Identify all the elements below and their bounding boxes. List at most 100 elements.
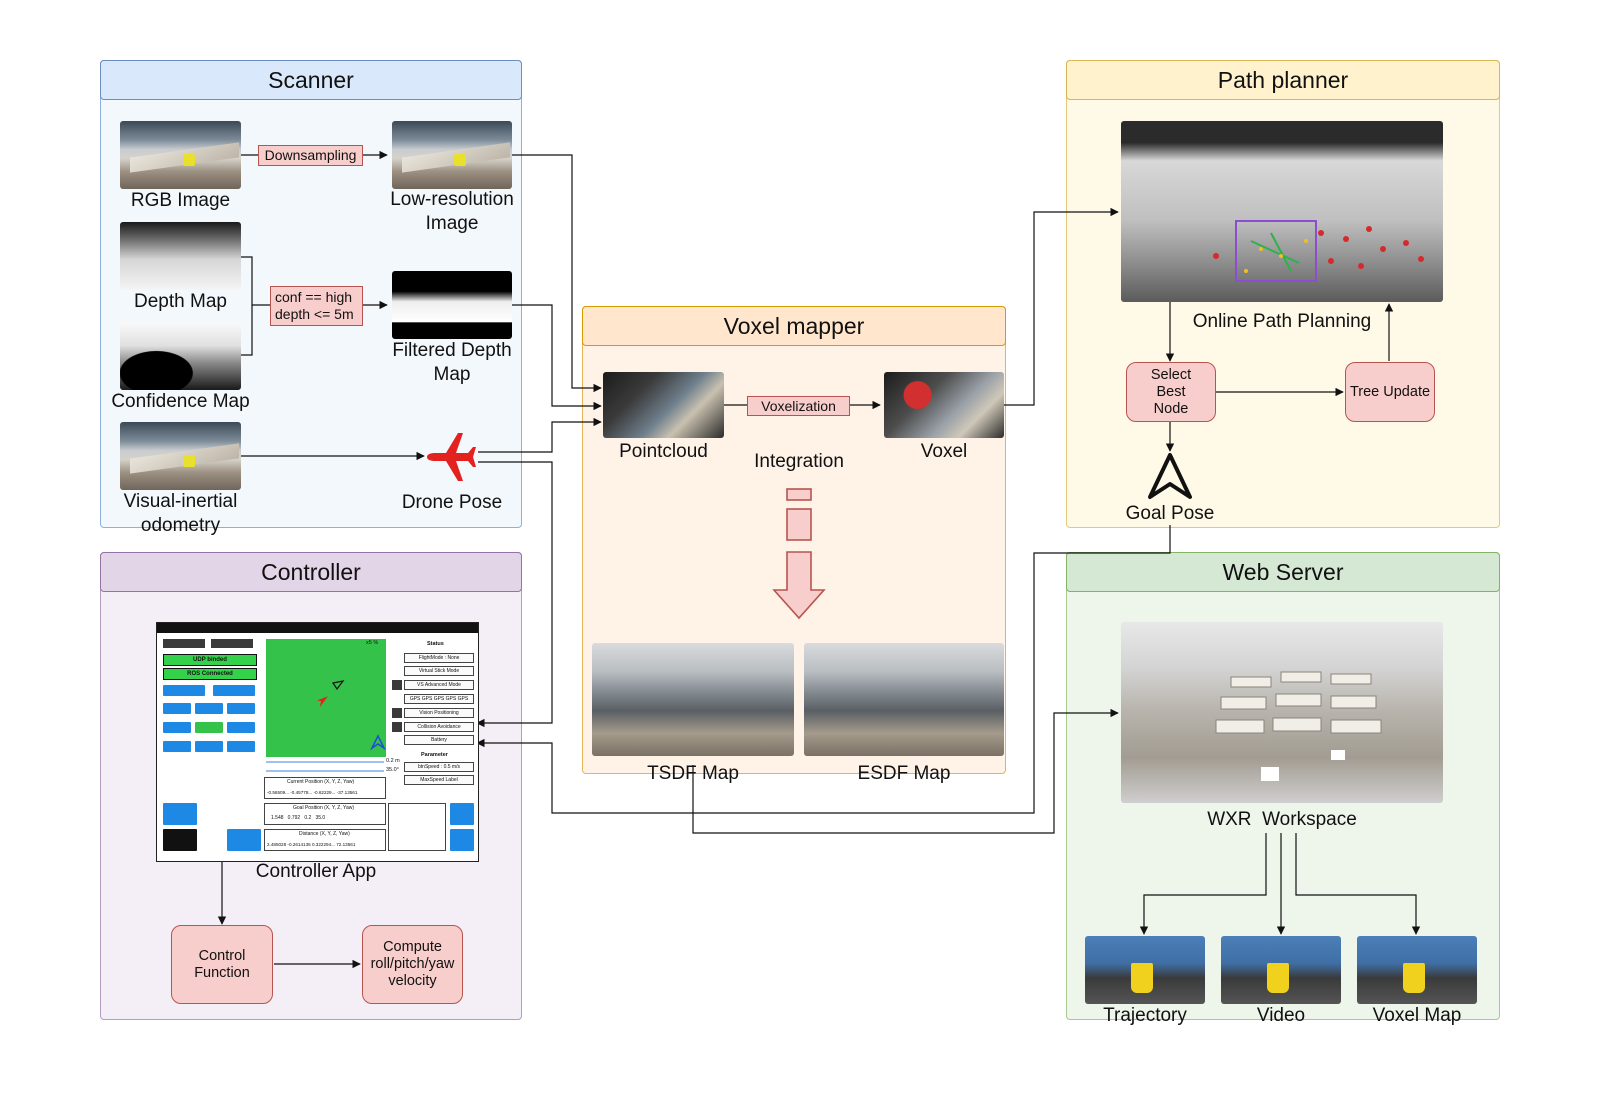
- controller-app-label: Controller App: [255, 861, 377, 882]
- app-turn-left-button: [163, 741, 191, 752]
- app-slider-1: [266, 761, 384, 763]
- voxel-mapper-header: Voxel mapper: [582, 306, 1006, 346]
- app-top-button-1: [163, 639, 205, 648]
- path-planner-header: Path planner: [1066, 60, 1500, 100]
- confidence-map-label: Confidence Map: [111, 391, 250, 412]
- app-turn-right-button: [227, 741, 255, 752]
- pointcloud-label: Pointcloud: [619, 441, 708, 462]
- filtered-depth-map-thumbnail: [392, 271, 512, 339]
- online-path-planning-image: [1121, 121, 1443, 302]
- voxel-map-label: Voxel Map: [1372, 1005, 1462, 1026]
- low-res-image-thumbnail: [392, 121, 512, 189]
- web-server-header: Web Server: [1066, 552, 1500, 592]
- app-right-blue-button-2: [450, 829, 474, 851]
- trajectory-thumbnail: [1085, 936, 1205, 1004]
- app-left-button: [163, 722, 191, 733]
- app-param-item-2: MaxSpeed Label: [404, 775, 474, 785]
- app-forward-button: [195, 703, 223, 714]
- app-go-button: [227, 829, 261, 851]
- voxel-label: Voxel: [920, 441, 968, 462]
- app-status-item-4: GPS GPS GPS GPS GPS: [404, 694, 474, 704]
- controller-header: Controller: [100, 552, 522, 592]
- video-thumbnail: [1221, 936, 1341, 1004]
- online-path-planning-label: Online Path Planning: [1192, 311, 1372, 332]
- video-label: Video: [1256, 1005, 1306, 1026]
- udp-binded-indicator: UDP binded: [163, 654, 257, 666]
- app-status-item-5: Vision Positioning: [404, 708, 474, 718]
- app-distance-values: 2.485028 -0.2614135 0.322294... 72.13561: [267, 842, 356, 847]
- app-land-button: [213, 685, 255, 696]
- voxel-map-thumbnail: [1357, 936, 1477, 1004]
- workspace-desks-overlay: [1215, 671, 1382, 781]
- depth-map-thumbnail: [120, 222, 241, 290]
- app-current-position-values: -0.56509... -0.45778... -0.62229... -37.…: [267, 790, 358, 795]
- downsampling-label: Downsampling: [258, 145, 363, 166]
- app-hovering-button: [195, 722, 223, 733]
- esdf-map-label: ESDF Map: [857, 763, 951, 784]
- app-right-button: [227, 722, 255, 733]
- filter-condition-line2: depth <= 5m: [275, 306, 354, 322]
- app-parameter-title: Parameter: [421, 752, 448, 758]
- wxr-workspace-label: WXR Workspace: [1207, 809, 1357, 830]
- app-right-blue-button-1: [450, 803, 474, 825]
- controller-app-screenshot: UDP binded ROS Connected x5 % 0.2 m 35.0…: [156, 622, 479, 862]
- app-status-bar: [157, 623, 478, 633]
- app-distance-title: Distance (X, Y, Z, Yaw): [299, 831, 350, 837]
- app-status-item-1: FlightMode : None: [404, 653, 474, 663]
- vio-thumbnail: [120, 422, 241, 490]
- app-collision-toggle: [392, 722, 402, 732]
- filtered-depth-map-label: Filtered Depth Map: [392, 340, 512, 385]
- app-goal-position-values: 1.548 0.792 0.2 35.0: [271, 815, 326, 821]
- rgb-image-thumbnail: [120, 121, 241, 189]
- pointcloud-thumbnail: [603, 372, 724, 438]
- planning-tree-overlay: [1213, 220, 1424, 282]
- voxel-thumbnail: [884, 372, 1004, 438]
- app-emergency-button: [163, 829, 197, 851]
- tsdf-map-label: TSDF Map: [647, 763, 739, 784]
- confidence-map-thumbnail: [120, 322, 241, 390]
- drone-pose-label: Drone Pose: [401, 492, 503, 513]
- esdf-map-thumbnail: [804, 643, 1004, 756]
- app-distance-box: Distance (X, Y, Z, Yaw) 2.485028 -0.2614…: [264, 829, 386, 851]
- app-current-position-title: Current Position (X, Y, Z, Yaw): [287, 779, 355, 785]
- goal-pose-label: Goal Pose: [1125, 503, 1215, 524]
- app-bottom-left-button: [163, 803, 197, 825]
- depth-map-label: Depth Map: [134, 291, 227, 312]
- wxr-workspace-image: [1121, 622, 1443, 803]
- app-status-item-2: Virtual Stick Mode: [404, 666, 474, 676]
- voxelization-label: Voxelization: [747, 396, 850, 416]
- app-battery-percent: x5 %: [366, 640, 379, 646]
- app-vision-toggle: [392, 708, 402, 718]
- app-slider-2-value: 35.0°: [386, 767, 399, 773]
- app-goal-position-box: Goal Position (X, Y, Z, Yaw) 1.548 0.792…: [264, 803, 386, 825]
- app-vs-toggle: [392, 680, 402, 690]
- app-current-position-box: Current Position (X, Y, Z, Yaw) -0.56509…: [264, 777, 386, 799]
- app-status-title: Status: [427, 641, 444, 647]
- app-status-item-3: VS Advanced Mode: [404, 680, 474, 690]
- app-map-markers: [317, 680, 387, 751]
- vio-label: Visual-inertial odometry: [123, 491, 238, 536]
- control-function-box: Control Function: [171, 925, 273, 1004]
- integration-label: Integration: [754, 451, 844, 472]
- app-takeoff-button: [163, 685, 205, 696]
- app-log-box: [388, 803, 446, 851]
- app-param-item-1: btnSpeed : 0.5 m/s: [404, 762, 474, 772]
- low-res-image-label: Low-resolution Image: [390, 189, 514, 234]
- app-down-button: [227, 703, 255, 714]
- app-slider-2: [266, 770, 384, 772]
- app-back-button: [195, 741, 223, 752]
- app-up-button: [163, 703, 191, 714]
- app-goal-position-title: Goal Position (X, Y, Z, Yaw): [293, 805, 355, 811]
- scanner-header: Scanner: [100, 60, 522, 100]
- tsdf-map-thumbnail: [592, 643, 794, 756]
- compute-velocity-box: Compute roll/pitch/yaw velocity: [362, 925, 463, 1004]
- filter-condition-line1: conf == high: [275, 289, 353, 305]
- ros-connected-indicator: ROS Connected: [163, 668, 257, 680]
- trajectory-label: Trajectory: [1103, 1005, 1187, 1026]
- select-best-node-box: Select Best Node: [1126, 362, 1216, 422]
- tree-update-box: Tree Update: [1345, 362, 1435, 422]
- rgb-image-label: RGB Image: [130, 190, 231, 211]
